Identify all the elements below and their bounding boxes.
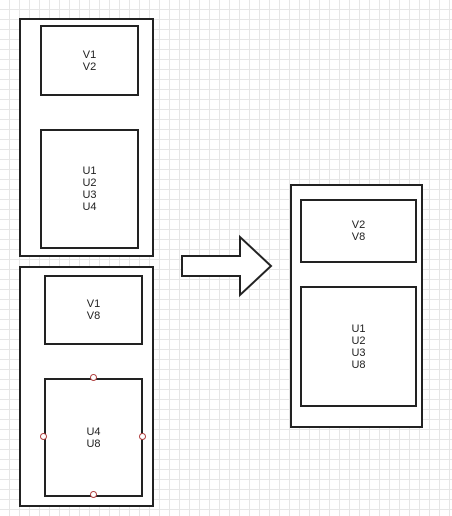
left-bottom-u-list: U4 U8 xyxy=(86,426,100,450)
box-line: V8 xyxy=(351,231,366,243)
left-top-u-list: U1 U2 U3 U4 xyxy=(82,165,96,213)
left-bottom-v-box[interactable]: V1 V8 xyxy=(44,275,143,345)
left-bottom-u-box-selected[interactable]: U4 U8 xyxy=(44,378,143,497)
resize-handle-left[interactable] xyxy=(40,433,47,440)
right-v-box[interactable]: V2 V8 xyxy=(300,199,417,263)
box-line: U4 xyxy=(82,201,97,213)
left-top-v-box[interactable]: V1 V2 xyxy=(40,25,139,96)
box-line: V8 xyxy=(86,310,101,322)
right-arrow-icon xyxy=(181,234,273,298)
box-line: U2 xyxy=(351,334,366,347)
box-line: U1 xyxy=(351,322,366,335)
box-line: U1 xyxy=(82,165,97,177)
right-container[interactable]: V2 V8 U1 U2 U3 U8 xyxy=(290,184,423,428)
right-u-list: U1 U2 U3 U8 xyxy=(351,323,365,371)
left-top-u-box[interactable]: U1 U2 U3 U4 xyxy=(40,129,139,249)
left-top-container[interactable]: V1 V2 U1 U2 U3 U4 xyxy=(19,18,154,257)
box-line: U3 xyxy=(351,346,366,359)
left-top-v-list: V1 V2 xyxy=(83,49,96,73)
resize-handle-right[interactable] xyxy=(139,433,146,440)
left-bottom-container[interactable]: V1 V8 U4 U8 xyxy=(19,266,154,507)
box-line: V2 xyxy=(82,60,97,73)
box-line: U8 xyxy=(351,358,366,371)
resize-handle-bottom[interactable] xyxy=(90,491,97,498)
right-u-box[interactable]: U1 U2 U3 U8 xyxy=(300,286,417,407)
box-line: V1 xyxy=(86,298,101,310)
box-line: U3 xyxy=(82,189,97,201)
left-bottom-v-list: V1 V8 xyxy=(87,298,100,322)
box-line: U2 xyxy=(82,177,97,189)
box-line: V2 xyxy=(351,219,366,231)
box-line: U4 xyxy=(86,425,101,438)
box-line: V1 xyxy=(82,48,97,61)
right-v-list: V2 V8 xyxy=(352,219,365,243)
box-line: U8 xyxy=(86,437,101,450)
resize-handle-top[interactable] xyxy=(90,374,97,381)
